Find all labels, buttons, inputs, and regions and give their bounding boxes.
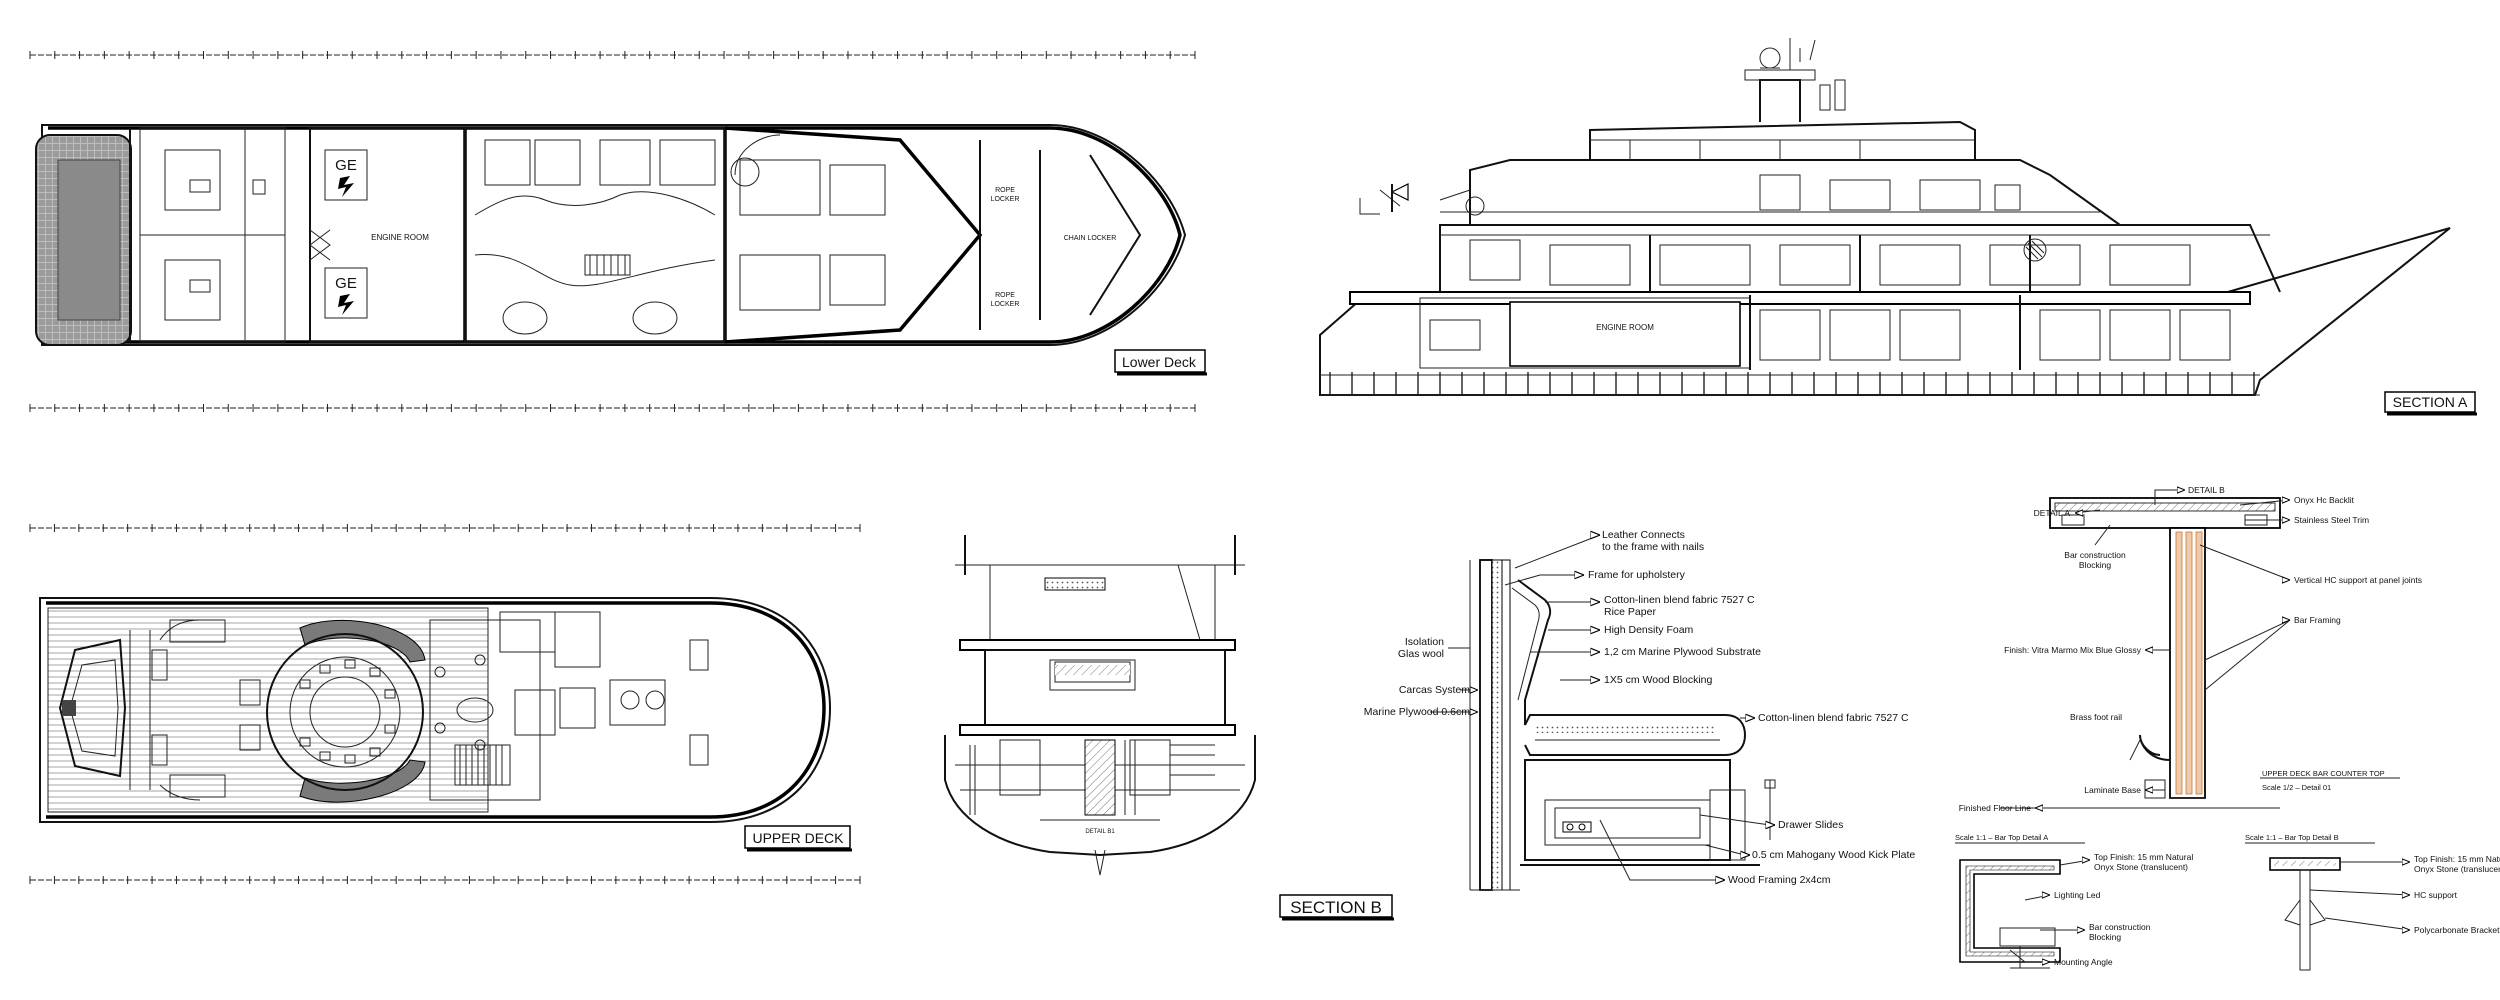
detail-a-callout: Mounting Angle bbox=[2054, 957, 2113, 967]
lower-deck-plan: Lower Deck bbox=[29, 51, 1207, 412]
cross-section-label: DETAIL B1 bbox=[1085, 829, 1115, 835]
section-b-callout: 0.5 cm Mahogany Wood Kick Plate bbox=[1752, 849, 1915, 861]
bar-callout: Finish: Vitra Marmo Mix Blue Glossy bbox=[2004, 645, 2142, 655]
lightning-icon bbox=[338, 294, 354, 315]
section-b-callout: Marine Plywood 0.6cm bbox=[1364, 706, 1470, 718]
section-b-callout: Frame for upholstery bbox=[1588, 569, 1686, 581]
section-b-callout: 1,2 cm Marine Plywood Substrate bbox=[1604, 646, 1761, 658]
bar-counter-detail: DETAIL B DETAIL A Onyx Hc BacklitStainless… bbox=[1955, 485, 2500, 971]
generator-1-label: GE bbox=[335, 157, 357, 174]
chain-locker-label: CHAIN LOCKER bbox=[1064, 235, 1117, 242]
section-b-callout: 1X5 cm Wood Blocking bbox=[1604, 674, 1713, 686]
bar-detail-callouts: DETAIL B DETAIL A Onyx Hc BacklitStainless… bbox=[1959, 485, 2422, 813]
section-b-title: SECTION B bbox=[1290, 898, 1382, 917]
cross-section: DETAIL B1 bbox=[944, 535, 1256, 876]
frame-scale-top bbox=[29, 524, 861, 532]
engine-room-label: ENGINE ROOM bbox=[371, 233, 429, 242]
detail-a-title: Scale 1:1 – Bar Top Detail A bbox=[1955, 833, 2048, 842]
section-b-callout: Wood Framing 2x4cm bbox=[1728, 874, 1831, 886]
frame-scale-top bbox=[29, 51, 1196, 59]
upper-deck-title: UPPER DECK bbox=[752, 830, 844, 846]
bar-callout: Onyx Hc Backlit bbox=[2294, 495, 2355, 505]
bar-callout: Laminate Base bbox=[2084, 785, 2141, 795]
bar-callout: DETAIL B bbox=[2188, 485, 2225, 495]
bar-callout: DETAIL A bbox=[2034, 508, 2071, 518]
upper-deck-plan: UPPER DECK bbox=[29, 524, 861, 884]
section-a-title: SECTION A bbox=[2393, 394, 2468, 410]
bar-callout: Finished Floor Line bbox=[1959, 803, 2032, 813]
section-b-callout: Carcas System bbox=[1399, 684, 1470, 696]
frame-scale-bottom bbox=[29, 876, 861, 884]
lightning-icon bbox=[338, 176, 354, 197]
bar-callout: Bar Framing bbox=[2294, 615, 2341, 625]
section-b-callout: Drawer Slides bbox=[1778, 819, 1843, 831]
detail-b-callout: HC support bbox=[2414, 890, 2458, 900]
detail-b-title: Scale 1:1 – Bar Top Detail B bbox=[2245, 833, 2339, 842]
bar-callout: Stainless Steel Trim bbox=[2294, 515, 2369, 525]
generator-2-label: GE bbox=[335, 275, 357, 292]
section-b-callout: High Density Foam bbox=[1604, 624, 1694, 636]
bar-callout: Vertical HC support at panel joints bbox=[2294, 575, 2422, 585]
bar-callout: Brass foot rail bbox=[2070, 712, 2122, 722]
bar-caption-scale: Scale 1/2 – Detail 01 bbox=[2262, 783, 2331, 792]
frame-scale-bottom bbox=[29, 404, 1196, 412]
section-b-callout: Cotton-linen blend fabric 7527 C bbox=[1758, 712, 1909, 724]
hull-frames bbox=[1329, 372, 2255, 395]
detail-a-callout: Lighting Led bbox=[2054, 890, 2101, 900]
section-a-profile: ENGINE ROOM SECTION A bbox=[1319, 38, 2477, 416]
bar-caption-title: UPPER DECK BAR COUNTER TOP bbox=[2262, 769, 2385, 778]
section-a-engine-room-label: ENGINE ROOM bbox=[1596, 323, 1654, 332]
lower-deck-title: Lower Deck bbox=[1122, 354, 1197, 370]
detail-b-callout: Polycarbonate Bracket bbox=[2414, 925, 2500, 935]
